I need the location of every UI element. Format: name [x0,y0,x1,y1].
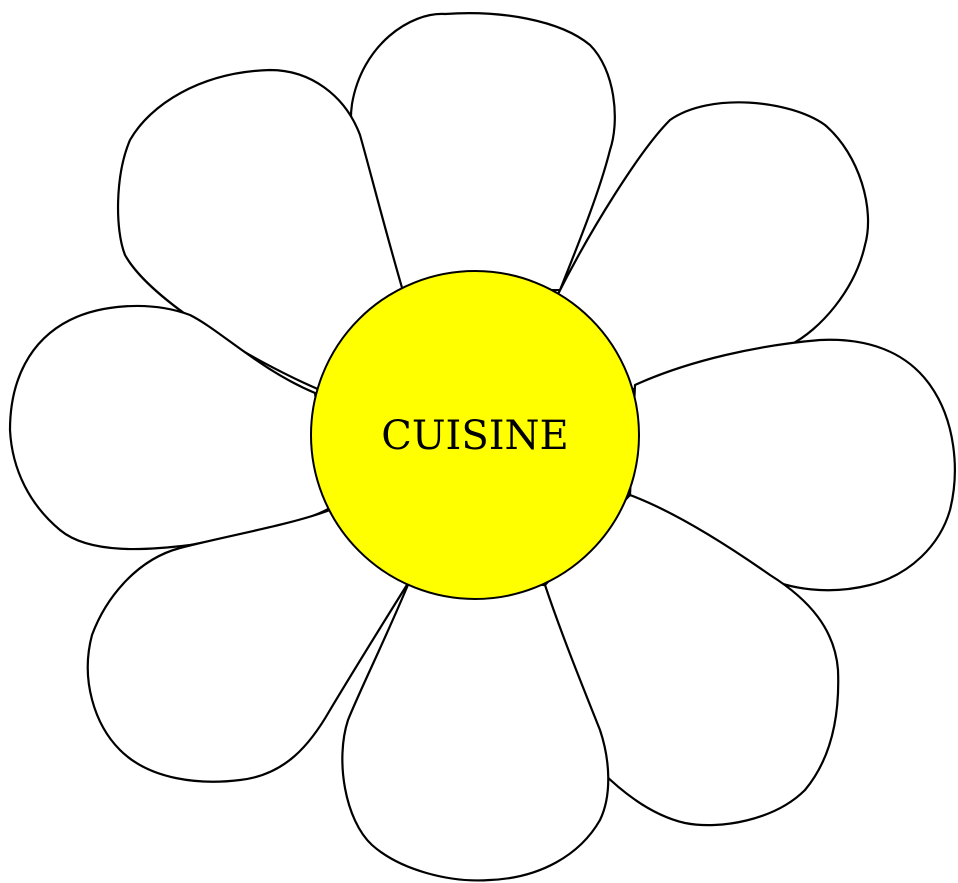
center-label: CUISINE [381,413,569,459]
flower-center: CUISINE [311,271,639,599]
